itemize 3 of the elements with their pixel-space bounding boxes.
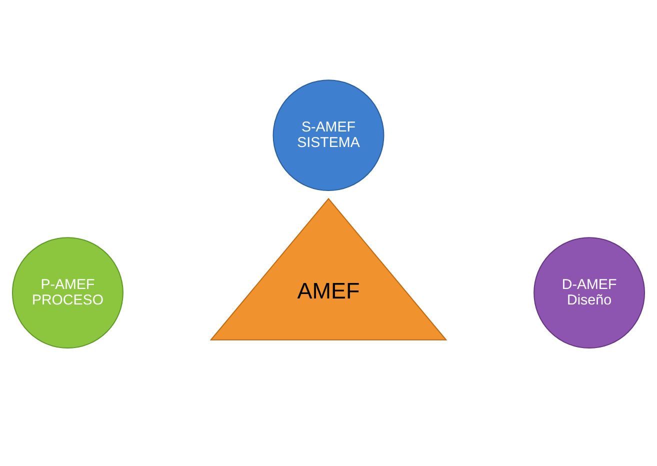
node-circle: S-AMEF SISTEMA xyxy=(272,79,384,191)
node-circle: D-AMEF Diseño xyxy=(534,236,646,348)
node-circle: P-AMEF PROCESO xyxy=(12,236,124,348)
